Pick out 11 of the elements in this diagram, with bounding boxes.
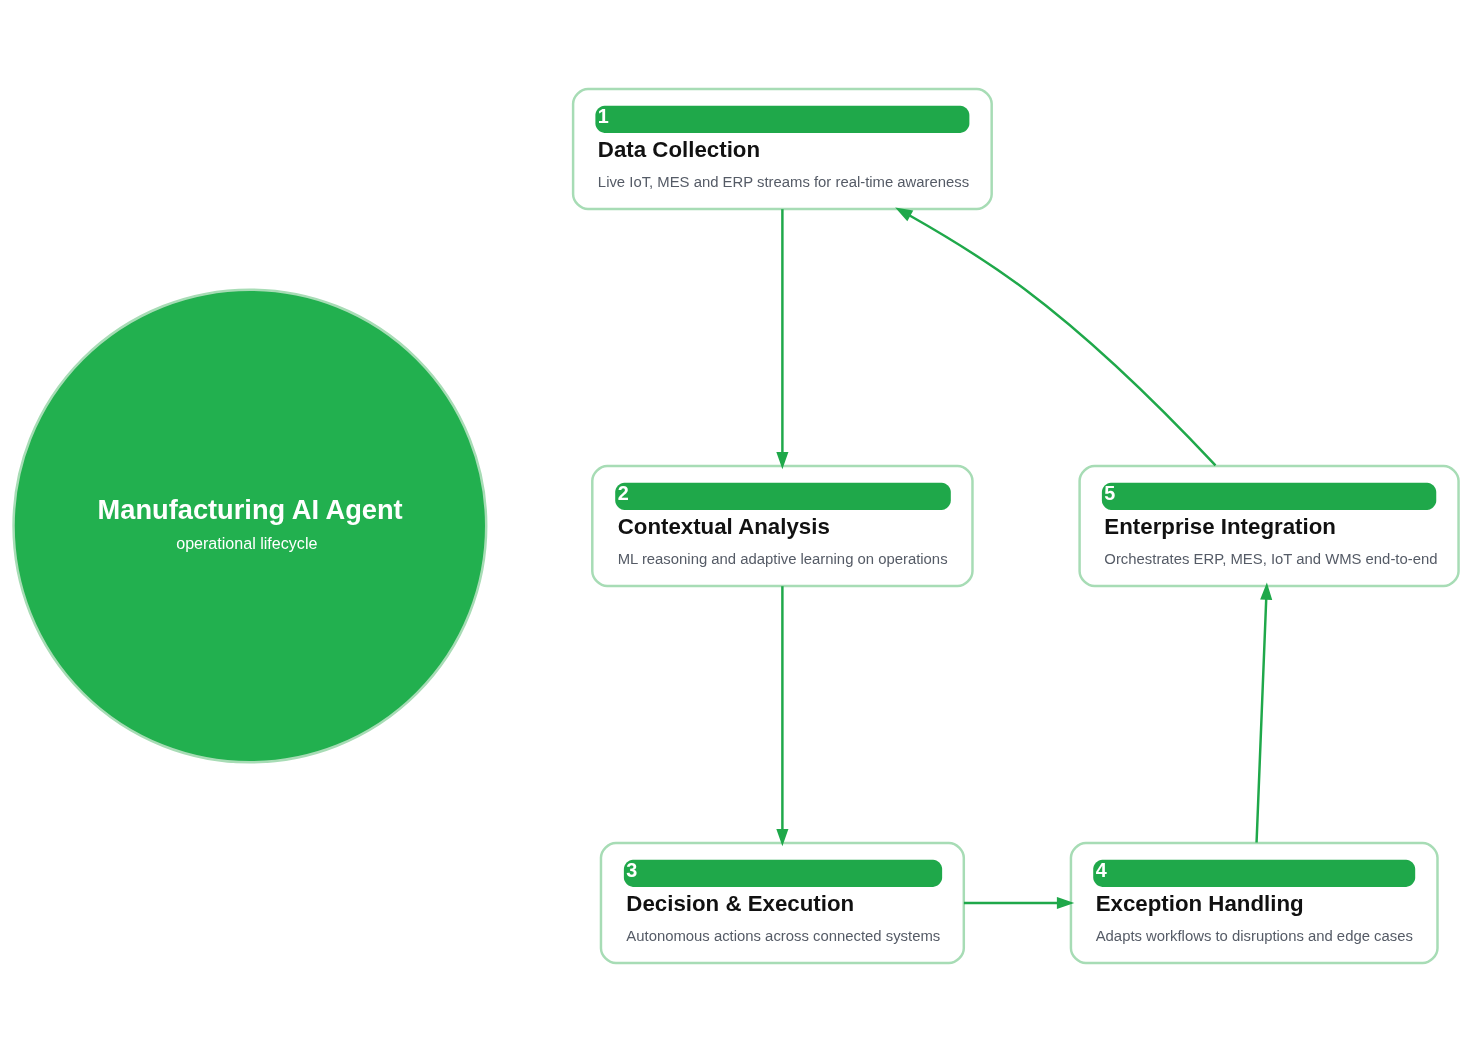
node-box: 5 Enterprise Integration Orchestrates ERP, MES, IoT and WMS end-to-end bbox=[1078, 464, 1460, 587]
node-box: 2 Contextual Analysis ML reasoning and adaptive learning on operations bbox=[591, 464, 974, 587]
node-circle: Manufacturing AI Agent operational lifecycle bbox=[12, 287, 488, 764]
node-box: 4 Exception Handling Adapts workflows to disruptions and edge cases bbox=[1069, 841, 1439, 964]
node-box: 1 Data Collection Live IoT, MES and ERP streams for real-time awareness bbox=[571, 87, 993, 210]
arrow bbox=[776, 208, 789, 469]
node-box: 3 Decision & Execution Autonomous actions across connected systems bbox=[599, 841, 966, 964]
arrow bbox=[776, 585, 789, 846]
arrow bbox=[963, 896, 1075, 909]
arrow bbox=[895, 206, 1217, 466]
arrow bbox=[1255, 581, 1273, 843]
